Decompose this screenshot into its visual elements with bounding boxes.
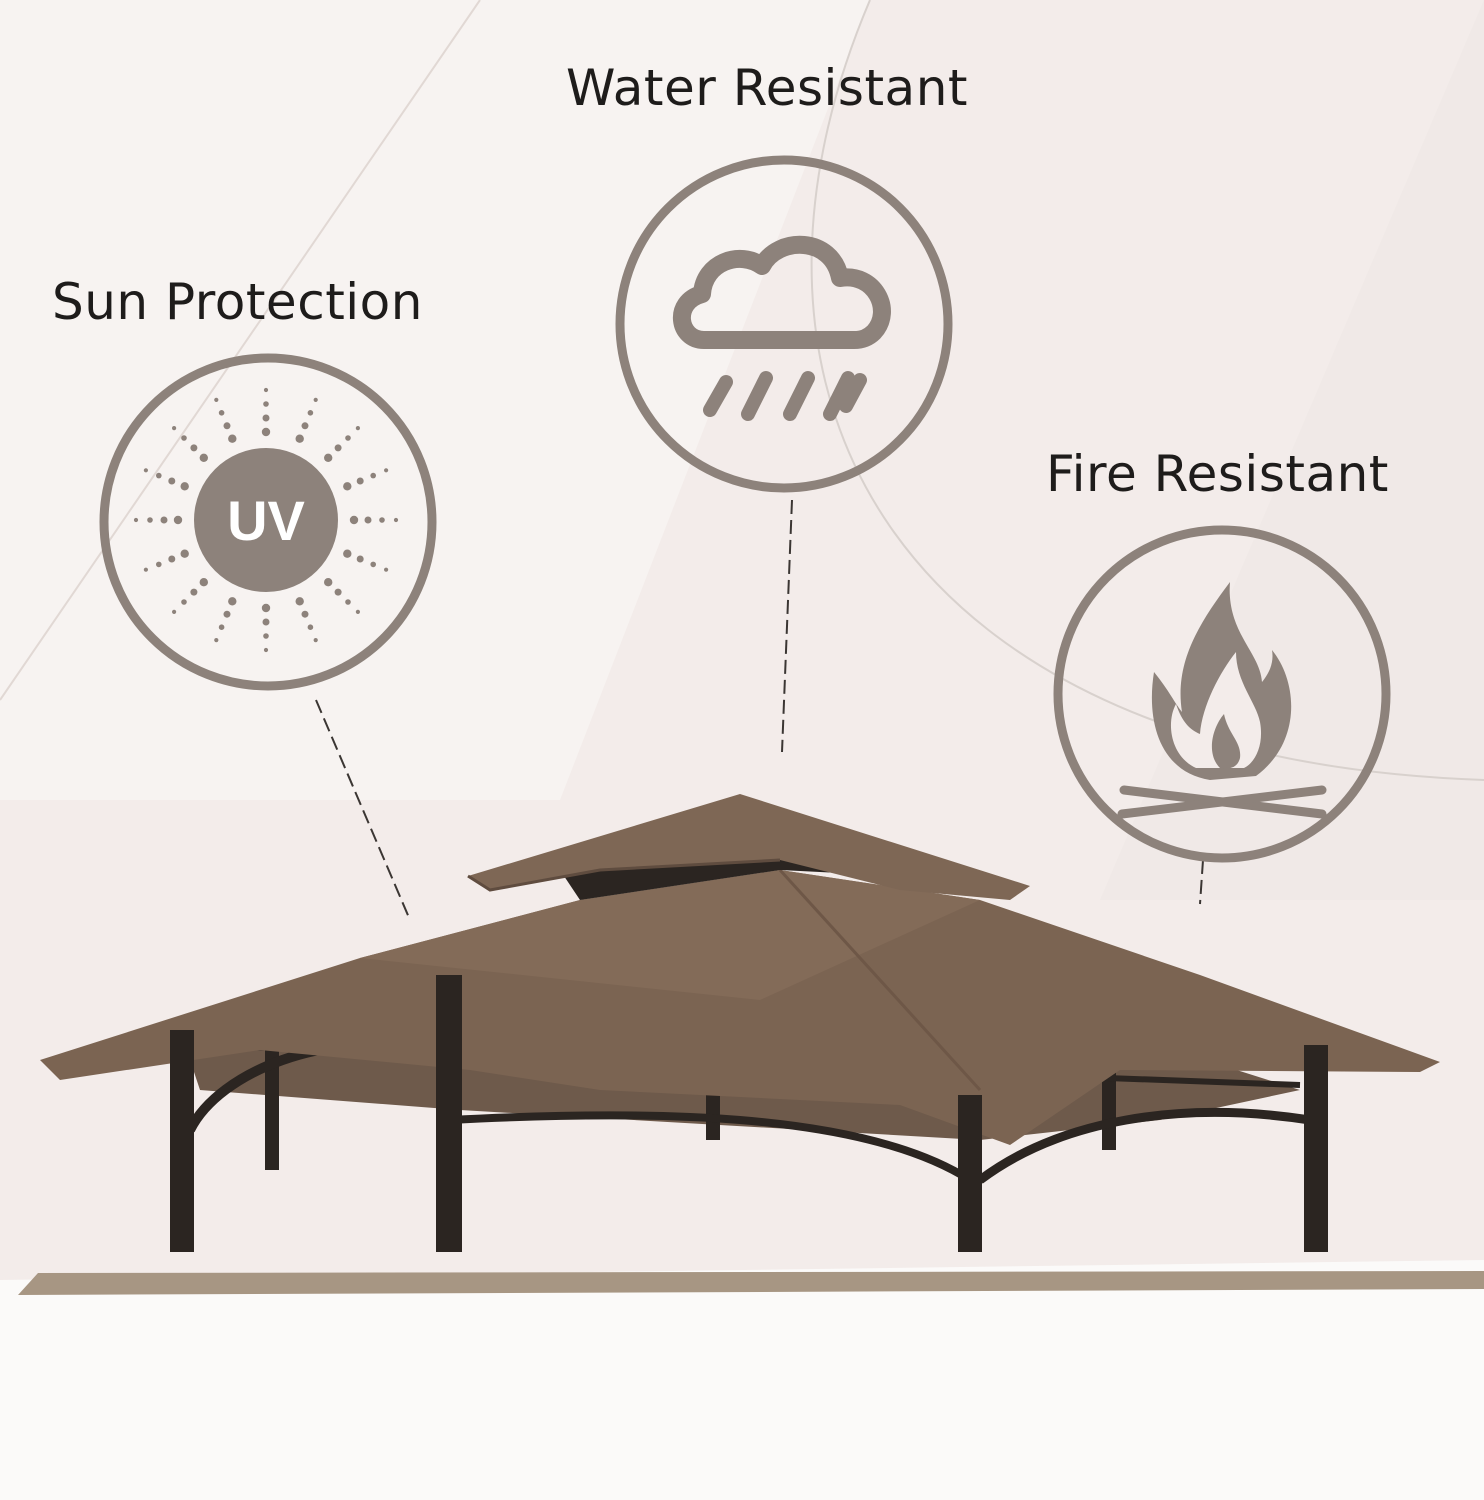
sun-ray-dot	[172, 426, 177, 431]
sun-ray-dot	[295, 434, 304, 443]
sun-ray-dot	[190, 444, 198, 452]
sun-ray-dot	[343, 549, 352, 558]
sun-ray-dot	[301, 422, 309, 430]
sun-ray-dot	[190, 588, 198, 596]
leader-line-water	[781, 499, 793, 753]
sun-ray-dot	[345, 435, 351, 441]
front-leg-3	[958, 1095, 982, 1252]
sun-ray-dot	[156, 561, 162, 568]
sun-ray-dot	[181, 599, 187, 605]
sun-ray-dot	[223, 422, 231, 430]
sun-ray-dot	[355, 426, 360, 431]
sun-ray-dot	[370, 561, 377, 568]
leader-lines	[315, 499, 1204, 921]
sun-ray-dot	[295, 597, 304, 606]
sun-ray-dot	[214, 397, 219, 402]
sun-ray-dot	[263, 387, 269, 393]
front-leg-1	[170, 1030, 194, 1252]
sun-ray-dot	[349, 515, 359, 525]
canopy-highlight	[360, 870, 980, 1000]
flame-icon	[1050, 522, 1394, 866]
sun-ray-dot	[262, 414, 270, 422]
sun-ray-dot	[147, 517, 153, 523]
sun-ray-dot	[199, 578, 208, 587]
leader-line-fire	[1199, 859, 1204, 905]
sun-ray-dot	[393, 517, 399, 523]
main-canopy	[40, 870, 1440, 1145]
sun-ray-dot	[343, 482, 352, 491]
sun-ray-dot	[156, 472, 162, 479]
sun-ray-dot	[370, 472, 377, 479]
rain-cloud-icon	[612, 152, 956, 496]
sun-ray-dot	[228, 597, 237, 606]
sun-ray-dot	[214, 638, 219, 643]
sun-ray-dot	[301, 610, 309, 618]
sun-ray-dot	[199, 453, 208, 462]
sun-ray-dot	[180, 549, 189, 558]
sun-ray-dot	[218, 624, 225, 630]
sun-ray-dot	[379, 517, 385, 523]
sun-ray-dot	[223, 610, 231, 618]
vent-gap	[560, 838, 980, 900]
sun-ray-dot	[364, 516, 372, 524]
sun-ray-dot	[263, 401, 269, 407]
sun-ray-dot	[356, 477, 364, 485]
top-canopy-edge	[467, 858, 781, 892]
sun-ray-dot	[334, 444, 342, 452]
front-leg-2	[436, 975, 462, 1252]
sun-ray-dot	[180, 482, 189, 491]
sun-ray-dot	[307, 410, 314, 416]
sun-ray-dot	[313, 397, 318, 402]
sun-ray-dot	[261, 603, 271, 613]
canopy-seam	[778, 868, 982, 1092]
sun-ray-dot	[261, 427, 271, 437]
gazebo	[40, 794, 1440, 1252]
sun-ray-dot	[143, 567, 148, 572]
sun-ray-dot	[356, 555, 364, 563]
sun-ray-dot	[345, 599, 351, 605]
top-canopy	[468, 794, 1030, 900]
sun-ray-dot	[307, 624, 314, 630]
ground-strip	[18, 1271, 1484, 1295]
arch-front	[449, 1111, 973, 1184]
sun-ray-dot	[334, 588, 342, 596]
sun-ray-dot	[173, 515, 183, 525]
water-resistant-label: Water Resistant	[566, 59, 968, 117]
sun-ray-dot	[133, 517, 139, 523]
sun-ray-dot	[168, 477, 176, 485]
uv-badge-text: UV	[227, 489, 305, 552]
sun-protection-label: Sun Protection	[52, 273, 423, 331]
sun-ray-dot	[160, 516, 168, 524]
uv-sun-icon: UV	[96, 350, 440, 694]
front-leg-4	[1304, 1045, 1328, 1252]
sun-ray-dot	[181, 435, 187, 441]
sun-ray-dot	[324, 578, 333, 587]
sun-ray-dot	[263, 647, 269, 653]
fire-resistant-label: Fire Resistant	[1046, 445, 1389, 503]
sun-ray-dot	[324, 453, 333, 462]
sun-ray-dot	[168, 555, 176, 563]
sun-ray-dot	[355, 609, 360, 614]
sun-ray-dot	[263, 633, 269, 639]
sun-ray-dot	[262, 618, 270, 626]
sun-ray-dot	[143, 468, 148, 473]
sun-ray-dot	[228, 434, 237, 443]
arch-right	[977, 1108, 1311, 1184]
sun-ray-dot	[313, 638, 318, 643]
sun-ray-dot	[384, 567, 389, 572]
sun-ray-dot	[172, 609, 177, 614]
sun-ray-dot	[218, 410, 225, 416]
sun-ray-dot	[384, 468, 389, 473]
